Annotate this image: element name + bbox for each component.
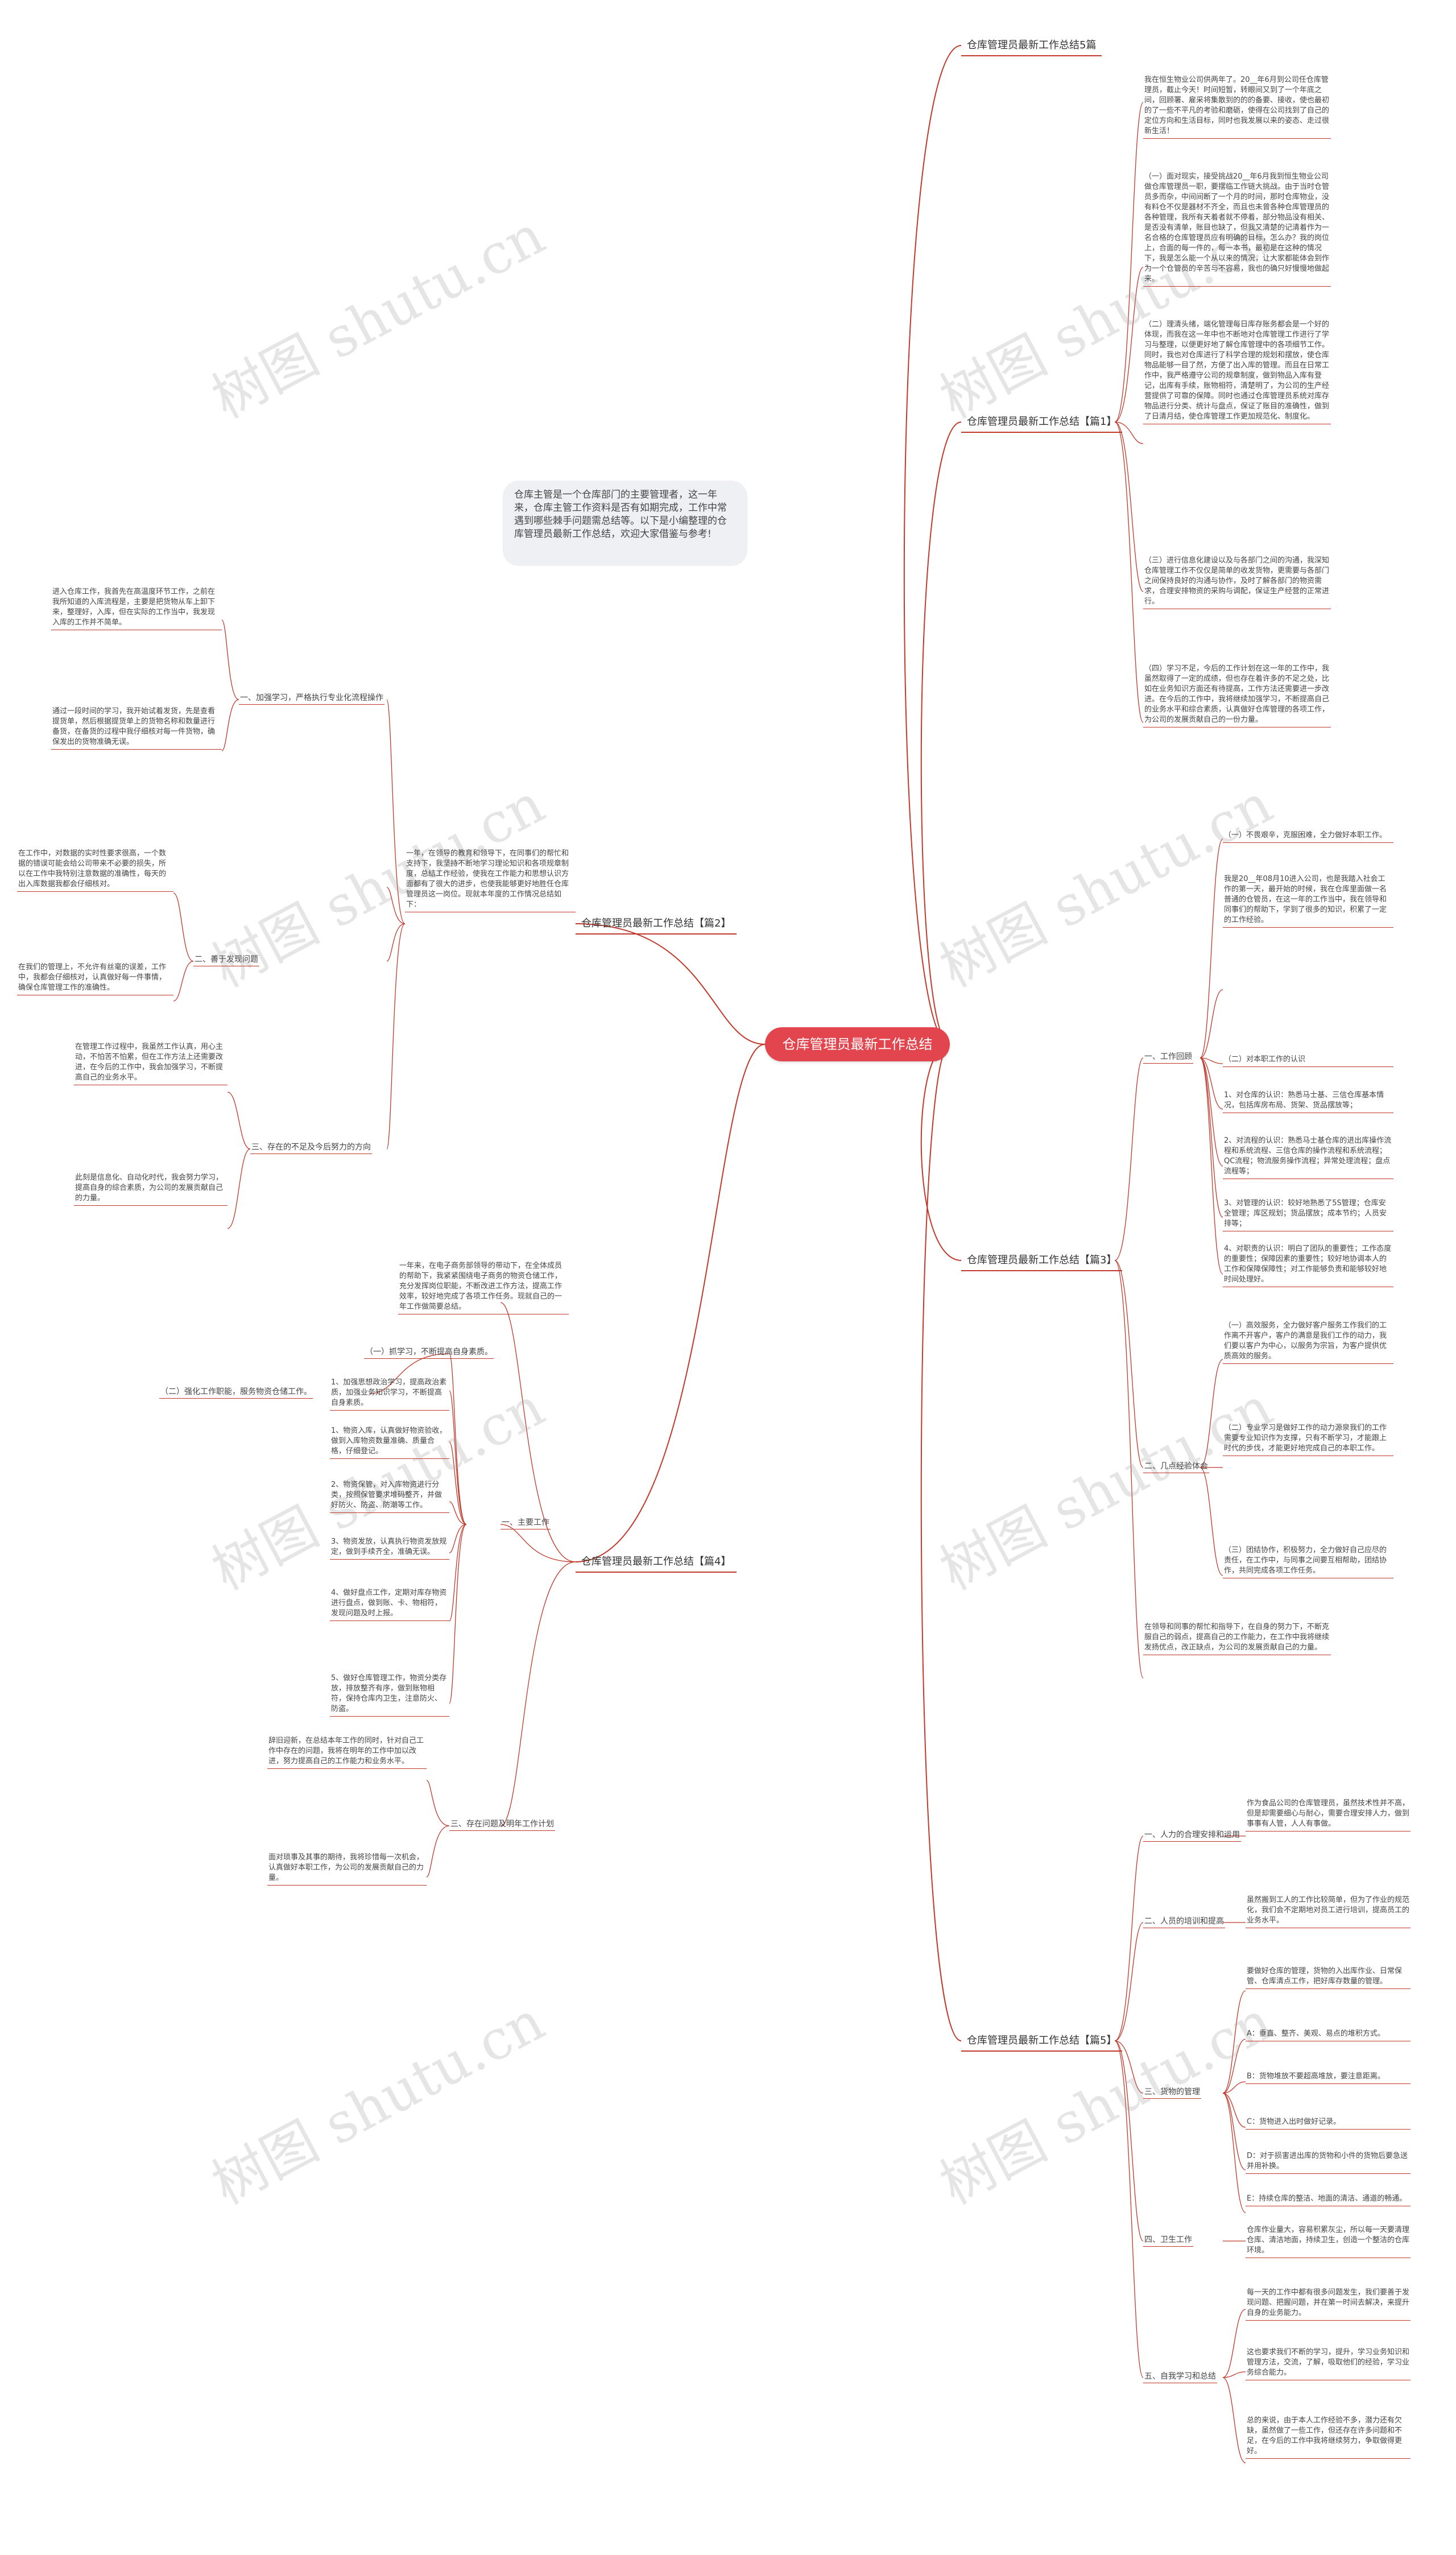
part3-work-review[interactable]: 一、工作回顾 — [1143, 1052, 1193, 1064]
part5-goods-e: E：持续仓库的整洁、地面的清洁、通道的畅通。 — [1246, 2193, 1410, 2206]
part5-hygiene[interactable]: 四、卫生工作 — [1143, 2235, 1193, 2247]
part1-section-2-text: （二）理清头绪，端化管理每日库存账务都会是一个好的体现，而我在这一年中也不断地对… — [1143, 319, 1331, 424]
root-topic[interactable]: 仓库管理员最新工作总结 — [765, 1027, 950, 1061]
part4-plan-1: 辞旧迎新，在总结本年工作的同时，针对自己工作中存在的问题，我将在明年的工作中加以… — [267, 1735, 427, 1769]
branch-part-5[interactable]: 仓库管理员最新工作总结【篇5】 — [961, 2031, 1123, 2052]
part3-exp-3: （三）团结协作，积极努力，全力做好自己应尽的责任，在工作中，与同事之间要互相帮助… — [1223, 1544, 1393, 1578]
part4-item-5: 4、做好盘点工作，定期对库存物资进行盘点，做到账、卡、物相符，发现问题及时上报。 — [330, 1587, 449, 1621]
part5-manpower[interactable]: 一、人力的合理安排和运用 — [1143, 1830, 1241, 1842]
part2-intro-text: 一年，在领导的教育和领导下，在同事们的帮忙和支持下，我坚持不断地学习理论知识和各… — [405, 847, 576, 912]
part2-learning[interactable]: 一、加强学习，严格执行专业化流程操作 — [239, 693, 384, 705]
part5-manpower-text: 作为食品公司的仓库管理员，虽然技术性并不高，但是却需要细心与耐心，需要合理安排人… — [1246, 1797, 1410, 1832]
part4-item-6: 5、做好仓库管理工作，物资分类存放，排放整齐有序，做到账物相符，保持仓库内卫生，… — [330, 1672, 449, 1717]
branch-part-3[interactable]: 仓库管理员最新工作总结【篇3】 — [961, 1251, 1123, 1271]
part4-main-work[interactable]: 一、主要工作 — [500, 1518, 551, 1529]
part4-item-1: 1、加强思想政治学习，提高政治素质，加强业务知识学习，不断提高自身素质。 — [330, 1376, 449, 1411]
branch-summary-5[interactable]: 仓库管理员最新工作总结5篇 — [961, 36, 1102, 56]
part4-item-3: 2、物资保管，对入库物资进行分类，按照保管要求堆码整齐，并做好防火、防盗、防潮等… — [330, 1479, 449, 1513]
part2-learning-1: 进入仓库工作，我首先在高温度环节工作，之前在我所知道的入库流程是，主要是把货物从… — [51, 586, 222, 630]
part3-review-5: 2、对流程的认识：熟悉马士基仓库的进出库操作流程和系统流程、三信仓库的操作流程和… — [1223, 1135, 1393, 1179]
part1-section-1-text: （一）面对现实，接受挑战20__年6月我到恒生物业公司做仓库管理员一职，要摆临工… — [1143, 171, 1331, 287]
part3-review-2: 我是20__年08月10进入公司，也是我踏入社会工作的第一天，最开始的时候，我在… — [1223, 873, 1393, 928]
part4-problems-plan[interactable]: 三、存在问题及明年工作计划 — [449, 1819, 555, 1831]
part3-review-3: （二）对本职工作的认识 — [1223, 1053, 1393, 1067]
part5-study-2: 这也要求我们不断的学习，提升，学习业务知识和管理方法，交流，了解，吸取他们的经验… — [1246, 2346, 1410, 2380]
part2-shortcomings-1: 在管理工作过程中，我虽然工作认真，用心主动，不怕苦不怕累，但在工作方法上还需要改… — [74, 1041, 228, 1085]
part5-hygiene-text: 仓库作业量大，容易积累灰尘，所以每一天要清理仓库、清洁地面，持续卫生，创造一个整… — [1246, 2224, 1410, 2258]
part2-shortcomings-2: 此刻是信息化、自动化时代，我会努力学习，提高自身的综合素质，为公司的发展贡献自己… — [74, 1172, 228, 1206]
branch-part-4[interactable]: 仓库管理员最新工作总结【篇4】 — [576, 1552, 737, 1573]
part2-problems-1: 在工作中，对数据的实时性要求很高，一个数据的错误可能会给公司带来不必要的损失，所… — [17, 847, 173, 892]
part4-work-1[interactable]: （一）抓学习，不断提高自身素质。 — [364, 1347, 494, 1359]
part5-self-study[interactable]: 五、自我学习和总结 — [1143, 2371, 1217, 2383]
part3-review-6: 3、对管理的认识：较好地熟悉了5S管理；仓库安全管理；库区规划；货品摆放；成本节… — [1223, 1197, 1393, 1231]
part1-intro-text: 我在恒生物业公司供两年了。20__年6月到公司任仓库管理员，截止今天！时间短暂，… — [1143, 74, 1331, 139]
part2-learning-2: 通过一段时间的学习，我开始试着发货，先是查看提货单，然后根据提货单上的货物名称和… — [51, 705, 222, 750]
part5-goods[interactable]: 三、货物的管理 — [1143, 2087, 1201, 2099]
part2-problems-2: 在我们的管理上，不允许有丝毫的误差，工作中，我都会仔细核对，认真做好每一件事情，… — [17, 961, 173, 995]
part4-item-2: 1、物资入库，认真做好物资验收，做到入库物资数量准确、质量合格，仔细登记。 — [330, 1425, 449, 1459]
part5-study-3: 总的来说，由于本人工作经验不多，潜力还有欠缺，虽然做了一些工作，但还存在许多问题… — [1246, 2415, 1410, 2459]
part2-find-problems[interactable]: 二、善于发现问题 — [193, 954, 259, 966]
part5-study-1: 每一天的工作中都有很多问题发生，我们要善于发现问题、把握问题，并在第一时间去解决… — [1246, 2287, 1410, 2321]
part3-exp-1: （一）高效服务，全力做好客户服务工作我们的工作离不开客户，客户的满意是我们工作的… — [1223, 1320, 1393, 1364]
part1-section-3-text: （三）进行信息化建设以及与各部门之间的沟通，我深知仓库管理工作不仅仅是简单的收发… — [1143, 555, 1331, 609]
part3-experience[interactable]: 二、几点经验体会 — [1143, 1461, 1209, 1473]
part4-work-2[interactable]: （二）强化工作职能，服务物资仓储工作。 — [159, 1387, 313, 1399]
part5-training[interactable]: 二、人员的培训和提高 — [1143, 1916, 1225, 1928]
part3-closing-text: 在领导和同事的帮忙和指导下，在自身的努力下，不断克服自己的弱点，提高自己的工作能… — [1143, 1621, 1331, 1655]
part4-intro-text: 一年来，在电子商务部领导的带动下，在全体成员的帮助下，我紧紧围绕电子商务的物资仓… — [398, 1260, 569, 1314]
branch-part-2[interactable]: 仓库管理员最新工作总结【篇2】 — [576, 914, 737, 935]
part5-goods-a: A：垂直、整齐、美观、易点的堆积方式。 — [1246, 2028, 1410, 2041]
part3-exp-2: （二）专业学习是做好工作的动力源泉我们的工作需要专业知识作为支撑，只有不断学习，… — [1223, 1422, 1393, 1456]
part5-training-text: 虽然搬到工人的工作比较简单，但为了作业的规范化，我们会不定期地对员工进行培训，提… — [1246, 1894, 1410, 1928]
part3-review-7: 4、对职责的认识：明白了团队的重要性；工作态度的重要性；保障因素的重要性；较好地… — [1223, 1243, 1393, 1287]
part5-goods-b: B：货物堆放不要超高堆放，要注意距离。 — [1246, 2070, 1410, 2084]
branch-part-1[interactable]: 仓库管理员最新工作总结【篇1】 — [961, 412, 1123, 433]
part3-review-4: 1、对仓库的认识：熟悉马士基、三信仓库基本情况，包括库房布局、货架、货品摆放等； — [1223, 1089, 1393, 1113]
part1-section-4-text: （四）学习不足，今后的工作计划在这一年的工作中，我虽然取得了一定的成绩，但也存在… — [1143, 663, 1331, 727]
part2-shortcomings[interactable]: 三、存在的不足及今后努力的方向 — [250, 1142, 372, 1154]
part5-goods-d: D：对于损害进出库的货物和小件的货物后要急送并用补换。 — [1246, 2150, 1410, 2174]
part4-item-4: 3、物资发放，认真执行物资发放规定，做到手续齐全，准确无误。 — [330, 1536, 449, 1560]
part4-plan-2: 面对琐事及其事的期待，我将珍惜每一次机会，认真做好本职工作，为公司的发展贡献自己… — [267, 1851, 427, 1886]
intro-note: 仓库主管是一个仓库部门的主要管理者，这一年来，仓库主管工作资料是否有如期完成，工… — [503, 481, 747, 566]
part5-goods-text: 要做好仓库的管理，货物的入出库作业、日常保管、仓库清点工作，把好库存数量的管理。 — [1246, 1965, 1410, 1989]
part5-goods-c: C：货物进入出时做好记录。 — [1246, 2116, 1410, 2130]
part3-review-1: （一）不畏艰辛，克服困难，全力做好本职工作。 — [1223, 829, 1393, 843]
